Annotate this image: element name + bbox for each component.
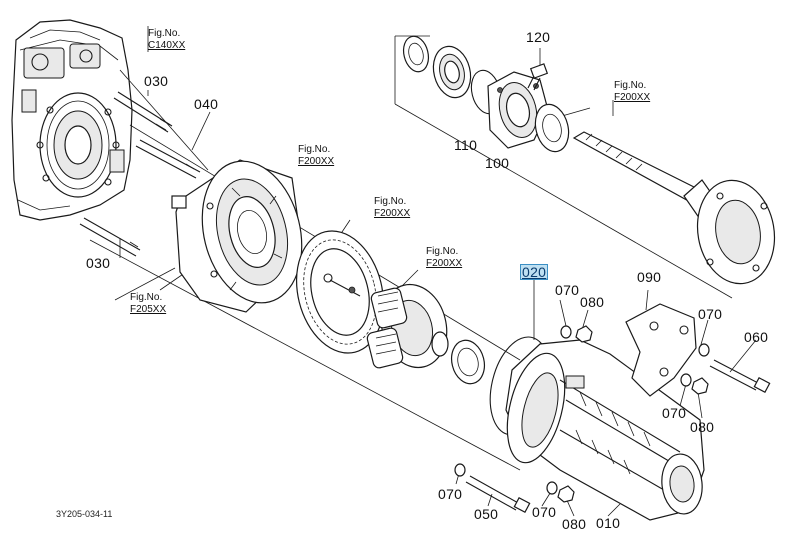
label-040[interactable]: 040 (194, 96, 219, 112)
fig-ref-prefix: Fig.No. (298, 144, 331, 155)
fig-ref-f200-a[interactable]: Fig.No. F200XX (298, 144, 334, 168)
bracket (625, 303, 697, 397)
long-bolts (465, 359, 771, 514)
label-110[interactable]: 110 (454, 137, 478, 153)
fig-ref-f200-top[interactable]: Fig.No. F200XX (614, 80, 650, 104)
fig-ref-code: F200XX (614, 92, 651, 103)
seal-ring (402, 35, 430, 73)
planetary-carrier (366, 283, 449, 369)
hub-housing (171, 159, 303, 313)
label-070-d[interactable]: 070 (438, 486, 463, 502)
fig-ref-prefix: Fig.No. (614, 80, 647, 91)
bearing-small (450, 339, 486, 385)
fig-ref-prefix: Fig.No. (148, 28, 181, 39)
fig-ref-prefix: Fig.No. (130, 292, 163, 303)
label-080-c[interactable]: 080 (562, 516, 587, 532)
bearing-upper (432, 45, 472, 99)
bolt-120 (527, 63, 549, 91)
label-030-top[interactable]: 030 (144, 73, 169, 89)
label-100[interactable]: 100 (485, 155, 510, 171)
fig-ref-code: F205XX (130, 304, 167, 315)
fig-ref-code: F200XX (374, 208, 411, 219)
fig-ref-code: F200XX (426, 258, 463, 269)
label-030-bottom[interactable]: 030 (86, 255, 111, 271)
label-070-e[interactable]: 070 (532, 504, 557, 520)
label-050[interactable]: 050 (474, 506, 499, 522)
label-070-a[interactable]: 070 (555, 282, 580, 298)
label-080-b[interactable]: 080 (690, 419, 715, 435)
stud-bolts (79, 91, 201, 257)
bearing-shaft (534, 103, 570, 153)
axle-shaft (572, 131, 776, 285)
label-070-b[interactable]: 070 (698, 306, 723, 322)
label-070-c[interactable]: 070 (662, 405, 687, 421)
label-080-a[interactable]: 080 (580, 294, 605, 310)
ring-gear (295, 230, 385, 354)
label-010[interactable]: 010 (596, 515, 621, 531)
axle-case (505, 339, 705, 521)
fig-ref-code: C140XX (148, 40, 186, 51)
drawing-code: 3Y205-034-11 (56, 509, 113, 519)
fig-ref-prefix: Fig.No. (374, 196, 407, 207)
fig-ref-f205[interactable]: Fig.No. F205XX (130, 292, 166, 316)
label-020-highlighted[interactable]: 020 (520, 264, 549, 280)
fig-ref-f200-b[interactable]: Fig.No. F200XX (374, 196, 410, 220)
fig-ref-f200-c[interactable]: Fig.No. F200XX (426, 246, 462, 270)
fig-ref-c140[interactable]: Fig.No. C140XX (148, 28, 185, 52)
label-120[interactable]: 120 (526, 29, 551, 45)
bearing-holder-100 (487, 71, 549, 149)
fig-ref-code: F200XX (298, 156, 335, 167)
nuts-washers (454, 325, 710, 503)
fig-ref-prefix: Fig.No. (426, 246, 459, 257)
label-090[interactable]: 090 (637, 269, 662, 285)
transmission-case (11, 19, 133, 221)
label-060[interactable]: 060 (744, 329, 769, 345)
